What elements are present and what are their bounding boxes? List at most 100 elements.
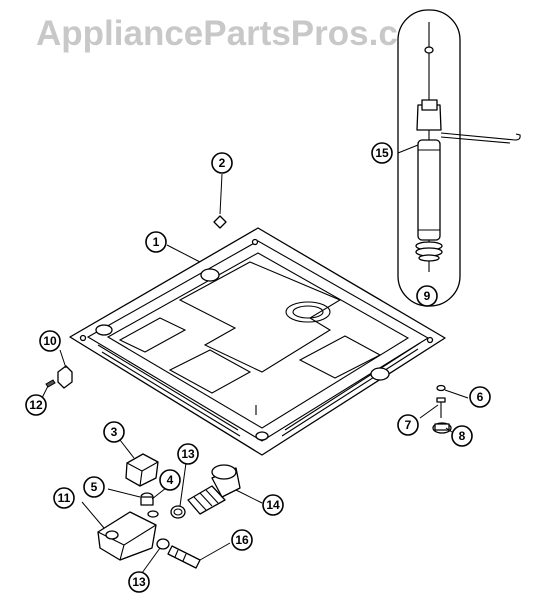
callout-11: 11 <box>53 487 75 509</box>
base-right-pocket <box>298 335 382 379</box>
clamp-ring-upper <box>170 505 186 519</box>
leader-16 <box>199 542 231 561</box>
bolt-head <box>436 397 446 403</box>
tube-rib-1 <box>174 549 179 558</box>
callout-13-lower: 13 <box>128 571 150 593</box>
base-hole-1 <box>251 238 259 246</box>
callout-1: 1 <box>145 231 167 253</box>
drain-tube-part <box>167 545 201 569</box>
callout-15-label: 15 <box>375 146 389 160</box>
callout-13-lower-label: 13 <box>132 575 146 589</box>
washer-shape <box>147 510 159 518</box>
watermark-text: AppliancePartsPros.com <box>36 14 450 53</box>
callout-16: 16 <box>231 529 253 551</box>
hose-rib-3 <box>205 489 219 504</box>
callout-7: 7 <box>397 414 419 436</box>
clamp-ring-lower <box>156 538 170 550</box>
leader-13-lower <box>141 547 161 574</box>
tube-rib-2 <box>182 553 187 562</box>
hose-elbow-cap <box>211 464 237 480</box>
pump-body <box>97 511 157 561</box>
callout-1-label: 1 <box>153 235 160 249</box>
spring-hook <box>440 132 521 141</box>
base-hole-2 <box>426 336 434 344</box>
damper-cylinder <box>417 139 441 241</box>
tube-body <box>167 545 201 569</box>
base-center-pad <box>178 261 342 373</box>
base-corner-foot-top <box>200 268 220 282</box>
drain-hose-part <box>187 464 241 515</box>
base-hole-3 <box>79 334 87 342</box>
callout-11-label: 11 <box>58 491 71 505</box>
callout-6-label: 6 <box>477 390 484 404</box>
base-left-pocket <box>118 317 187 353</box>
clip-part <box>213 215 227 229</box>
base-corner-foot-right <box>370 367 390 381</box>
leader-1 <box>166 244 201 263</box>
hose-rib-2 <box>199 492 213 507</box>
callout-10: 10 <box>39 330 61 352</box>
leader-10 <box>59 349 67 369</box>
callout-13-upper-label: 13 <box>181 447 195 461</box>
callout-4-label: 4 <box>167 473 174 487</box>
callout-5: 5 <box>83 476 105 498</box>
leader-15 <box>397 144 419 154</box>
callout-8-label: 8 <box>459 429 466 443</box>
bracket-part <box>57 365 73 389</box>
base-channel-left-2 <box>101 351 241 437</box>
nut-part <box>436 384 446 392</box>
spring-coil-3 <box>418 254 440 262</box>
leader-12 <box>41 385 49 399</box>
callout-15: 15 <box>371 142 393 164</box>
leader-11 <box>81 501 105 529</box>
screw-part-left <box>45 379 56 388</box>
bracket-top <box>421 99 438 111</box>
rod-cap <box>424 46 434 54</box>
base-drain-inner <box>292 305 324 319</box>
leader-7 <box>419 404 439 419</box>
pump-edge-2 <box>119 544 125 561</box>
base-drain-ring <box>285 301 331 323</box>
callout-10-label: 10 <box>43 334 57 348</box>
leader-6 <box>444 389 469 399</box>
screw-shape-left <box>45 379 56 388</box>
leader-5 <box>107 488 141 498</box>
base-channel-right <box>281 348 419 437</box>
pump-part <box>97 511 157 561</box>
callout-3-label: 3 <box>111 425 118 439</box>
callout-14: 14 <box>262 494 284 516</box>
leader-2 <box>219 173 223 215</box>
callout-14-label: 14 <box>266 498 280 512</box>
base-channel-right-2 <box>284 342 421 431</box>
suspension-assembly-inset <box>397 9 521 307</box>
callout-7-label: 7 <box>405 418 412 432</box>
callout-13-upper: 13 <box>177 443 199 465</box>
pressure-switch-part <box>125 453 159 487</box>
callout-16-label: 16 <box>235 533 249 547</box>
leveling-foot-assembly <box>432 384 452 434</box>
base-corner-foot-bottom <box>255 431 269 441</box>
callout-2: 2 <box>211 152 233 174</box>
switch-edge-2 <box>139 470 143 487</box>
leader-4 <box>151 487 167 500</box>
clamp-inner-upper <box>173 508 183 516</box>
base-outer-rim <box>69 227 446 456</box>
callout-3: 3 <box>103 421 125 443</box>
leader-8 <box>445 427 453 433</box>
clip-shape <box>213 215 227 229</box>
base-corner-foot-left <box>95 324 113 336</box>
leader-3 <box>119 439 135 459</box>
callout-12-label: 12 <box>29 398 43 412</box>
leader-13-upper <box>179 462 187 507</box>
callout-5-label: 5 <box>91 480 98 494</box>
grommet-body <box>140 496 154 506</box>
callout-4: 4 <box>159 469 181 491</box>
base-lower-pocket <box>168 349 252 394</box>
bracket-shape <box>57 365 73 389</box>
base-channel-left <box>97 344 239 431</box>
clamp-part-upper <box>170 505 186 519</box>
leader-14 <box>235 489 263 504</box>
leader-lines <box>41 144 469 574</box>
callout-8: 8 <box>451 425 473 447</box>
